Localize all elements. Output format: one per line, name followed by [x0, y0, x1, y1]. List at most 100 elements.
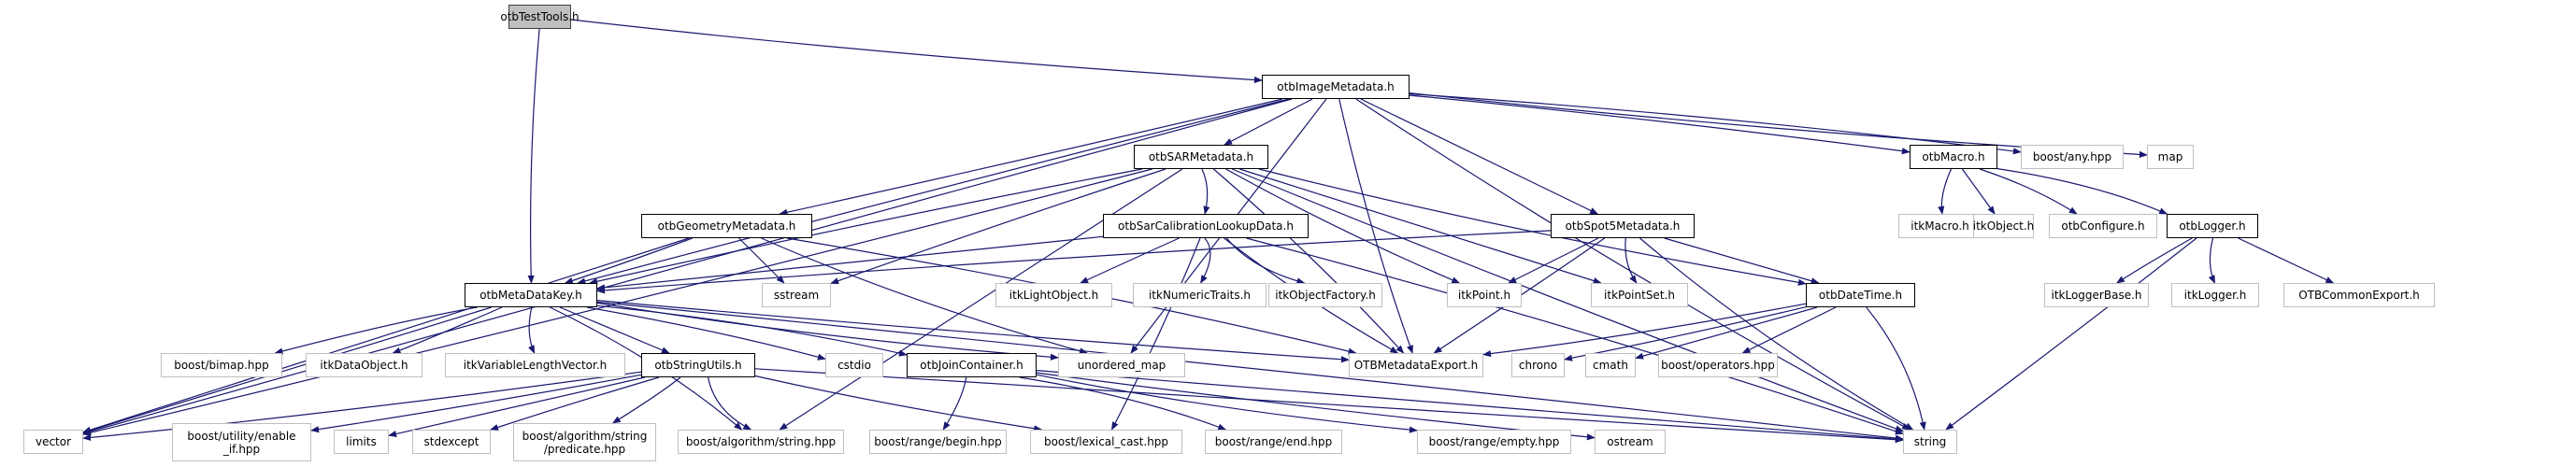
- edge-otbImageMetadata-to-vector: [82, 98, 1293, 435]
- node-cmath: cmath: [1585, 353, 1636, 377]
- edge-otbMetaDataKey-to-boostBimap: [274, 306, 478, 355]
- edge-otbMetaDataKey-to-otbStringUtils: [559, 306, 670, 354]
- node-itkLogger: itkLogger.h: [2171, 283, 2259, 307]
- node-otbSARMetadata[interactable]: otbSARMetadata.h: [1134, 145, 1268, 169]
- edge-otbStringUtils-to-boostAlgString: [708, 376, 752, 431]
- node-otbLogger[interactable]: otbLogger.h: [2167, 214, 2258, 238]
- edge-otbStringUtils-to-boostEnableIf: [310, 374, 642, 433]
- node-itkLightObject: itkLightObject.h: [995, 283, 1112, 307]
- edge-otbSarCalibrationLookupData-to-boostLexicalCast: [1110, 237, 1201, 431]
- edge-otbSARMetadata-to-itkPointSet: [1239, 168, 1602, 284]
- node-itkDataObject: itkDataObject.h: [306, 353, 422, 377]
- edge-otbStringUtils-to-boostLexicalCast: [754, 375, 1043, 432]
- edge-otbJoinContainer-to-boostRangeEmpty: [1036, 374, 1418, 433]
- edge-otbStringUtils-to-string: [754, 368, 1904, 444]
- node-vector: vector: [23, 430, 83, 454]
- node-boost-lexical-cast: boost/lexical_cast.hpp: [1030, 430, 1182, 454]
- edge-otbSARMetadata-to-otbSarCalibrationLookupData: [1201, 168, 1210, 215]
- edge-otbMetaDataKey-to-itkDataObject: [392, 306, 503, 354]
- edge-otbSARMetadata-to-otbDateTime: [1258, 168, 1807, 286]
- edge-otbGeometryMetadata-to-unordered_map: [761, 237, 1088, 355]
- edge-otbSarCalibrationLookupData-to-itkObjectFactory: [1226, 237, 1306, 285]
- edge-otbGeometryMetadata-to-sstream: [738, 237, 785, 284]
- node-otbStringUtils[interactable]: otbStringUtils.h: [641, 353, 755, 377]
- node-otbTestTools[interactable]: otbTestTools.h: [500, 5, 580, 29]
- edge-otbSARMetadata-to-sstream: [830, 168, 1166, 285]
- node-boost-range-begin: boost/range/begin.hpp: [869, 430, 1007, 454]
- edge-otbGeometryMetadata-to-otbMetaDataKey: [564, 237, 693, 284]
- node-boost-algorithm-string: boost/algorithm/string.hpp: [678, 430, 844, 454]
- edge-otbImageMetadata-to-otbGeometryMetadata: [779, 98, 1283, 216]
- edge-otbSpot5Metadata-to-otbMetaDataKey: [596, 230, 1552, 294]
- edge-otbStringUtils-to-vector: [82, 371, 642, 441]
- node-boost-predicate: boost/algorithm/string /predicate.hpp: [513, 423, 656, 461]
- edge-otbSpot5Metadata-to-otbDateTime: [1664, 237, 1820, 285]
- edge-otbSpot5Metadata-to-itkPoint: [1508, 237, 1599, 284]
- edge-otbDateTime-to-cmath: [1635, 306, 1818, 360]
- node-otbJoinContainer[interactable]: otbJoinContainer.h: [907, 353, 1037, 377]
- edge-otbDateTime-to-boostOperators: [1741, 306, 1837, 354]
- edge-otbSARMetadata-to-OTBMetadataExport: [1213, 168, 1405, 354]
- node-boost-any: boost/any.hpp: [2021, 145, 2124, 169]
- edge-otbSpot5Metadata-to-itkPointSet: [1624, 237, 1638, 284]
- edge-otbMacro-to-itkMacro: [1938, 168, 1953, 215]
- edge-otbImageMetadata-to-string: [1355, 98, 1911, 431]
- edge-otbTestTools-to-otbMetaDataKey: [527, 28, 540, 284]
- node-stdexcept: stdexcept: [412, 430, 491, 454]
- edge-otbDateTime-to-OTBMetadataExport: [1482, 303, 1807, 358]
- edge-otbJoinContainer-to-string: [1036, 370, 1904, 443]
- node-itkPointSet: itkPointSet.h: [1591, 283, 1688, 307]
- edge-otbSpot5Metadata-to-string: [1639, 237, 1914, 431]
- node-itkLoggerBase: itkLoggerBase.h: [2044, 283, 2149, 307]
- node-chrono: chrono: [1511, 353, 1565, 377]
- edge-otbImageMetadata-to-boostAny: [1409, 92, 2022, 155]
- node-OTBMetadataExport: OTBMetadataExport.h: [1349, 353, 1483, 377]
- edge-otbStringUtils-to-boostPredicate: [611, 376, 681, 424]
- node-otbSarCalibrationLookupData[interactable]: otbSarCalibrationLookupData.h: [1103, 214, 1309, 238]
- edge-otbLogger-to-string: [1945, 237, 2197, 431]
- edge-otbMacro-to-otbLogger: [1996, 168, 2168, 215]
- edge-otbJoinContainer-to-boostRangeEnd: [1019, 376, 1227, 431]
- edge-otbJoinContainer-to-boostRangeBegin: [942, 376, 967, 431]
- node-itkPoint: itkPoint.h: [1447, 283, 1522, 307]
- node-string: string: [1903, 430, 1957, 454]
- edge-otbMetaDataKey-to-cstdio: [586, 306, 826, 361]
- edge-otbSpot5Metadata-to-OTBMetadataExport: [1433, 237, 1606, 354]
- edge-otbImageMetadata-to-otbSpot5Metadata: [1360, 98, 1599, 215]
- node-itkObjectFactory: itkObjectFactory.h: [1268, 283, 1382, 307]
- edge-otbMetaDataKey-to-otbJoinContainer: [596, 304, 908, 357]
- node-otbDateTime[interactable]: otbDateTime.h: [1806, 283, 1915, 307]
- node-ostream: ostream: [1595, 430, 1666, 454]
- node-boost-bimap: boost/bimap.hpp: [161, 353, 282, 377]
- node-otbConfigure: otbConfigure.h: [2049, 214, 2157, 238]
- edge-otbMetaDataKey-to-vector: [82, 306, 492, 434]
- edge-otbSarCalibrationLookupData-to-string: [1246, 237, 1904, 435]
- node-otbImageMetadata[interactable]: otbImageMetadata.h: [1262, 75, 1410, 99]
- node-otbSpot5Metadata[interactable]: otbSpot5Metadata.h: [1551, 214, 1695, 238]
- edge-otbSARMetadata-to-otbMetaDataKey: [589, 168, 1143, 285]
- node-boost-operators: boost/operators.hpp: [1658, 353, 1778, 377]
- edge-otbDateTime-to-string: [1866, 306, 1926, 431]
- node-boost-range-empty: boost/range/empty.hpp: [1417, 430, 1571, 454]
- node-itkObject: itkObject.h: [1973, 214, 2034, 238]
- edge-otbGeometryMetadata-to-vector: [82, 237, 690, 433]
- node-boost-enable-if: boost/utility/enable _if.hpp: [172, 423, 311, 461]
- edge-otbSARMetadata-to-boostAlgString: [779, 168, 1183, 431]
- edge-otbSARMetadata-to-string: [1231, 168, 1904, 432]
- edge-otbSarCalibrationLookupData-to-itkNumericTraits: [1200, 237, 1211, 284]
- edge-otbMacro-to-otbConfigure: [1979, 168, 2078, 215]
- edge-otbLogger-to-itkLoggerBase: [2116, 237, 2193, 284]
- node-itkVariableLengthVector: itkVariableLengthVector.h: [445, 353, 625, 377]
- node-boost-range-end: boost/range/end.hpp: [1205, 430, 1342, 454]
- node-otbMetaDataKey[interactable]: otbMetaDataKey.h: [465, 283, 597, 307]
- edge-otbLogger-to-OTBCommonExport: [2238, 237, 2335, 284]
- node-sstream: sstream: [762, 283, 831, 307]
- edge-otbMetaDataKey-to-string: [596, 301, 1904, 442]
- node-cstdio: cstdio: [825, 353, 883, 377]
- node-otbMacro[interactable]: otbMacro.h: [1910, 145, 1997, 169]
- edge-otbSarCalibrationLookupData-to-itkLightObject: [1080, 237, 1180, 284]
- edge-otbSARMetadata-to-itkPoint: [1225, 168, 1461, 284]
- node-limits: limits: [334, 430, 389, 454]
- node-otbGeometryMetadata[interactable]: otbGeometryMetadata.h: [641, 214, 812, 238]
- edge-otbSarCalibrationLookupData-to-otbMetaDataKey: [596, 235, 1104, 291]
